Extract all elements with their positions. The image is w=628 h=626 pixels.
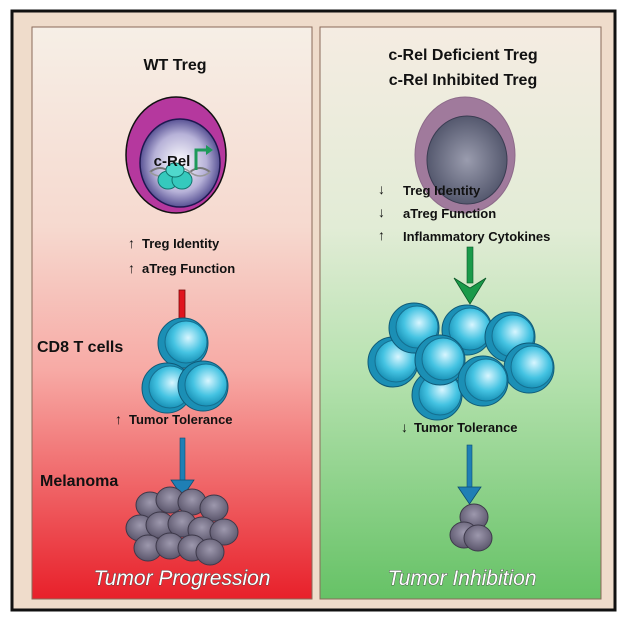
crel-label: c-Rel <box>154 153 191 170</box>
right-tolerance-arrow: ↓ <box>401 419 408 435</box>
right-effect-1: aTreg Function <box>403 206 496 221</box>
right-effect-arrow-2: ↑ <box>378 227 385 243</box>
cd8-label: CD8 T cells <box>37 339 123 356</box>
left-title: WT Treg <box>143 57 206 74</box>
left-tolerance-arrow: ↑ <box>115 411 122 427</box>
transcription-arrow-icon <box>194 148 208 170</box>
outcome-inhibition: Tumor Inhibition <box>387 567 536 590</box>
right-tolerance-label: Tumor Tolerance <box>414 420 518 435</box>
left-effect-0: Treg Identity <box>142 236 220 251</box>
right-effect-2: Inflammatory Cytokines <box>403 229 550 244</box>
right-effect-0: Treg Identity <box>403 183 481 198</box>
green-arrow <box>453 246 487 305</box>
right-effect-arrow-1: ↓ <box>378 204 385 220</box>
outcome-progression: Tumor Progression <box>93 567 270 590</box>
crel-protein-icon <box>157 162 193 190</box>
melanoma-tumor-cluster <box>125 486 239 566</box>
melanoma-label: Melanoma <box>40 473 118 490</box>
right-title-line2: c-Rel Inhibited Treg <box>389 72 537 89</box>
wt-treg-cell: c-Rel <box>125 96 227 214</box>
right-effect-arrow-0: ↓ <box>378 181 385 197</box>
left-effect-arrow-0: ↑ <box>128 235 135 251</box>
left-effect-1: aTreg Function <box>142 261 235 276</box>
left-tolerance-label: Tumor Tolerance <box>129 412 233 427</box>
right-title-line1: c-Rel Deficient Treg <box>388 47 537 64</box>
crel-deficient-treg-cell <box>414 96 516 214</box>
left-effect-arrow-1: ↑ <box>128 260 135 276</box>
blue-arrow-right <box>457 444 482 505</box>
